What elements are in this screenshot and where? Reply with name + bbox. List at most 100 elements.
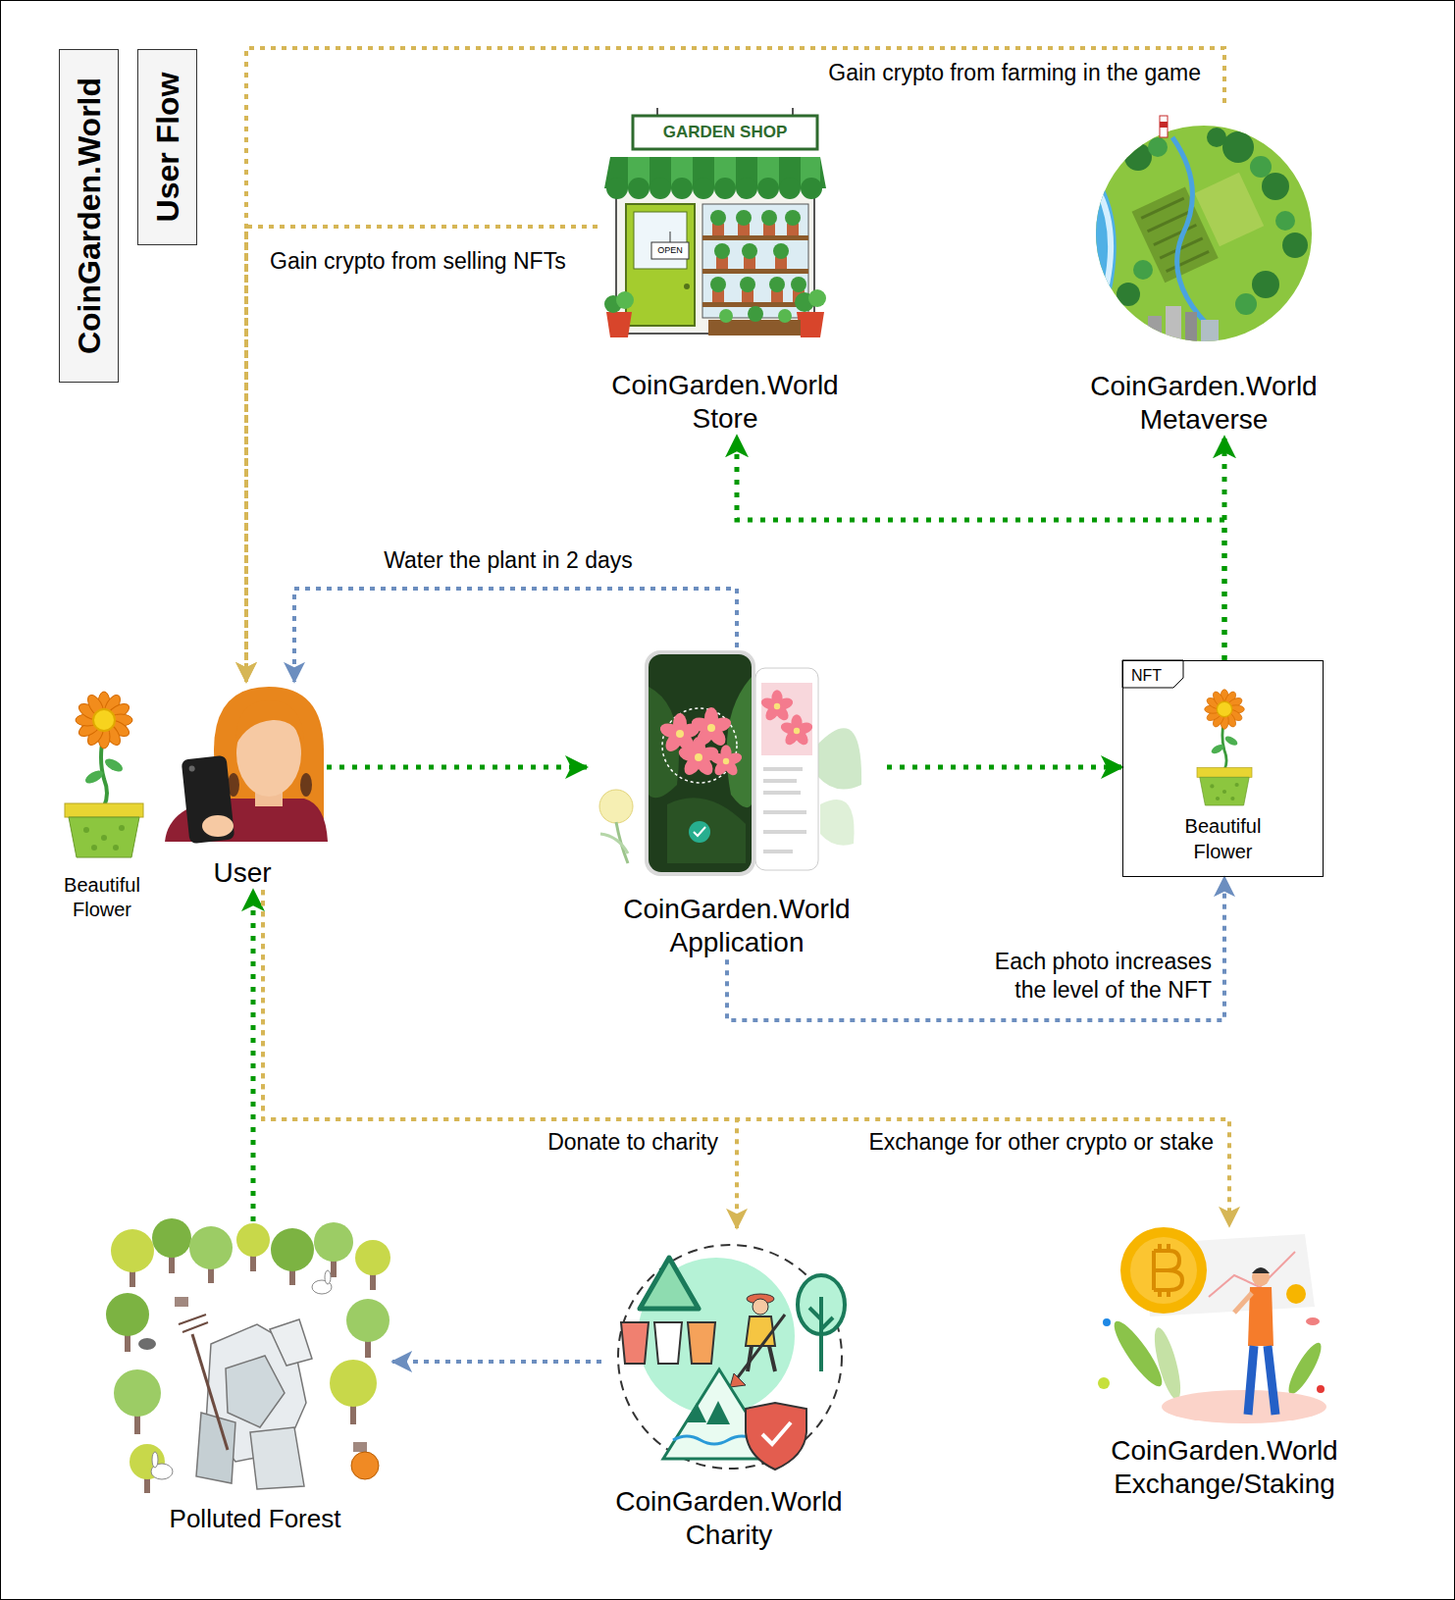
garden-shop-illustration-part	[702, 268, 809, 274]
app-phones-part	[648, 654, 752, 873]
node-label: User	[157, 856, 327, 890]
polluted-forest	[105, 1218, 391, 1494]
app-phones-part-part	[763, 849, 793, 854]
metaverse-globe-part-part-part	[1153, 224, 1197, 245]
garden-shop-illustration-part-part	[710, 209, 727, 226]
exchange-illustration-part	[1102, 1318, 1111, 1327]
node-label: CoinGarden.World Exchange/Staking	[1096, 1434, 1352, 1502]
flow-connector	[262, 889, 1230, 1227]
flower-pots-part	[1196, 689, 1252, 806]
connector-label: Each photo increases the level of the NF…	[973, 947, 1215, 1005]
charity-illustration-part	[654, 1322, 682, 1364]
garden-shop-illustration-part-part	[741, 243, 758, 260]
metaverse-globe-part-part-part	[1275, 210, 1296, 231]
metaverse-globe-part-part	[1132, 163, 1269, 284]
exchange-illustration-part	[1120, 1227, 1207, 1314]
polluted-forest-part-part	[346, 1299, 390, 1343]
metaverse-globe-part-part	[1185, 311, 1197, 346]
flow-connector	[251, 889, 257, 1222]
polluted-forest-part-part	[270, 1228, 314, 1272]
garden-shop-illustration-part	[702, 204, 809, 318]
app-phones	[599, 650, 862, 877]
polluted-forest-part	[324, 1270, 331, 1285]
charity-illustration-part	[745, 1403, 807, 1470]
metaverse-globe-part-part-part	[1133, 259, 1153, 280]
garden-shop-illustration-part	[625, 204, 695, 326]
flow-connector	[294, 588, 737, 682]
garden-shop-illustration-part	[712, 223, 805, 303]
exchange-illustration	[1097, 1227, 1327, 1424]
metaverse-globe-part	[1089, 117, 1325, 354]
garden-shop-illustration-part-part	[692, 177, 715, 200]
flow-connector	[736, 435, 1225, 661]
flow-connector	[326, 765, 587, 771]
exchange-illustration-part	[1130, 1237, 1197, 1304]
app-phones-part	[820, 799, 855, 846]
charity-illustration-part	[762, 1422, 791, 1445]
polluted-forest-part-part	[225, 1355, 285, 1428]
garden-shop-illustration-part	[606, 177, 823, 200]
garden-shop-illustration-part	[616, 291, 634, 310]
shop-sign-text: GARDEN SHOP	[663, 121, 788, 143]
app-phones-part-part	[763, 790, 801, 795]
polluted-forest-part-part	[113, 1369, 161, 1417]
charity-illustration-part	[687, 1322, 716, 1364]
node-label: CoinGarden.World Charity	[601, 1485, 857, 1553]
polluted-forest-part	[152, 1452, 158, 1468]
user-figure-part-part	[188, 765, 196, 773]
node-label: CoinGarden.World Application	[586, 892, 887, 960]
polluted-forest-part-part	[110, 1229, 155, 1273]
user-figure-part	[235, 700, 305, 746]
polluted-forest-part	[105, 1218, 391, 1480]
app-phones-part	[755, 668, 819, 871]
polluted-forest-part	[174, 1297, 189, 1307]
metaverse-globe-part-part	[1165, 306, 1182, 346]
garden-shop-illustration-part-part	[761, 209, 778, 226]
exchange-illustration-part	[1153, 1244, 1183, 1298]
garden-shop-illustration	[604, 107, 827, 338]
garden-shop-illustration-part	[702, 235, 809, 241]
polluted-forest-part	[124, 1251, 376, 1494]
connector-label: Exchange for other crypto or stake	[865, 1128, 1217, 1157]
exchange-illustration-part	[1161, 1390, 1327, 1424]
metaverse-globe-part-part-part	[1195, 172, 1265, 248]
garden-shop-illustration-part-part	[757, 177, 780, 200]
metaverse-globe-part-part-part	[1222, 131, 1254, 163]
polluted-forest-part-part	[250, 1427, 305, 1490]
exchange-illustration-part	[1251, 1268, 1270, 1287]
metaverse-globe-part-part-part	[1235, 293, 1257, 315]
polluted-forest-part	[178, 1314, 208, 1333]
polluted-forest-part-part	[196, 1412, 236, 1484]
title-box: CoinGarden.World	[58, 49, 119, 383]
garden-shop-illustration-part-part	[784, 209, 801, 226]
charity-illustration-part	[621, 1322, 649, 1364]
exchange-illustration-part	[1286, 1284, 1306, 1304]
garden-shop-illustration-part-part	[790, 276, 807, 293]
user-figure-part	[202, 815, 234, 837]
user-figure-part	[300, 773, 312, 797]
metaverse-globe-part-part-part	[1116, 282, 1141, 307]
garden-shop-illustration-part	[796, 311, 825, 338]
exchange-illustration-part	[1097, 1377, 1110, 1390]
nft-tab	[1122, 660, 1184, 688]
user-figure-part-part	[181, 755, 236, 844]
node-label: CoinGarden.World Metaverse	[1076, 369, 1332, 437]
user-figure	[164, 686, 328, 844]
garden-shop-illustration-part	[632, 115, 818, 150]
polluted-forest-part-part	[105, 1293, 150, 1337]
metaverse-globe-part-part	[1200, 319, 1219, 346]
garden-shop-illustration-part-part	[606, 177, 628, 200]
exchange-node: CoinGarden.World Exchange/Staking	[1096, 1226, 1352, 1502]
connector-label: Gain crypto from selling NFTs	[266, 247, 570, 276]
exchange-illustration-part	[1148, 1325, 1186, 1403]
exchange-illustration-part	[1251, 1267, 1270, 1274]
exchange-illustration-part	[1247, 1346, 1276, 1415]
metaverse-globe-part-part-part	[1282, 232, 1308, 259]
garden-shop-illustration-part	[710, 209, 807, 293]
garden-shop-illustration-part-part	[649, 177, 672, 200]
exchange-illustration-part	[1305, 1317, 1320, 1326]
nft-card: NFTBeautiful Flower	[1122, 660, 1324, 878]
